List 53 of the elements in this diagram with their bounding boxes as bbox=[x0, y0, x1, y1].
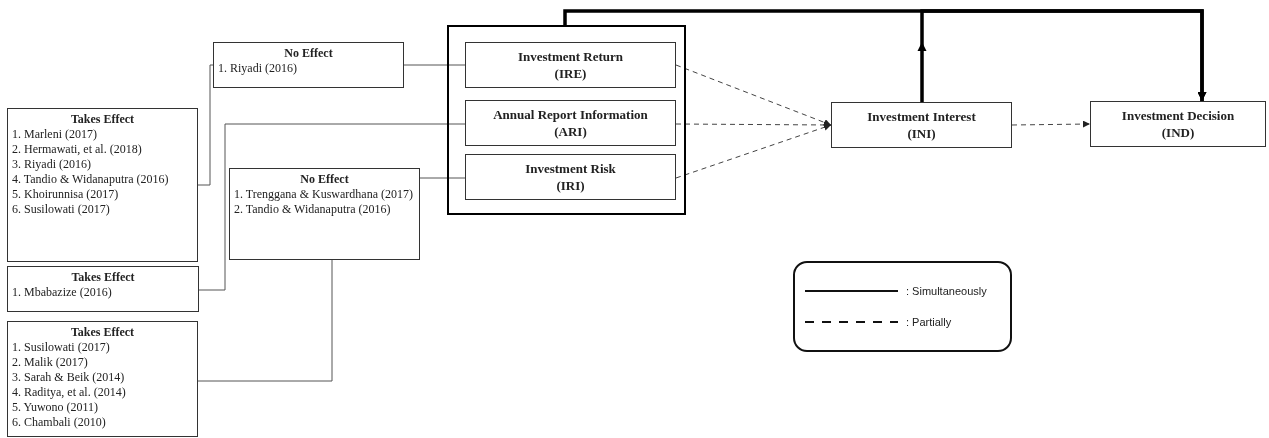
variable-name: Investment Return bbox=[517, 48, 624, 65]
variable-name: Investment Decision bbox=[1121, 107, 1235, 124]
variable-name: Investment Interest bbox=[867, 108, 976, 125]
connector-line bbox=[197, 259, 333, 382]
reference-item: 1. Mbabazize (2016) bbox=[12, 285, 113, 300]
box-heading: No Effect bbox=[283, 46, 334, 61]
reference-item: 1. Susilowati (2017) bbox=[12, 340, 111, 355]
variable-box bbox=[1090, 101, 1266, 147]
reference-item: 6. Chambali (2010) bbox=[12, 415, 107, 430]
variable-abbreviation: (IND) bbox=[1161, 124, 1195, 141]
variable-box bbox=[465, 42, 676, 88]
reference-item: 3. Sarah & Beik (2014) bbox=[12, 370, 126, 385]
group-box bbox=[447, 25, 686, 215]
reference-item: 5. Yuwono (2011) bbox=[12, 400, 100, 415]
reference-item: 5. Khoirunnisa (2017) bbox=[12, 187, 120, 202]
reference-item: 2. Tandio & Widanaputra (2016) bbox=[234, 202, 392, 217]
arrow bbox=[675, 123, 832, 179]
reference-box bbox=[213, 42, 404, 88]
reference-item: 2. Malik (2017) bbox=[12, 355, 89, 370]
box-heading: Takes Effect bbox=[70, 270, 136, 285]
arrow bbox=[1011, 120, 1091, 128]
reference-item: 6. Susilowati (2017) bbox=[12, 202, 111, 217]
connector-line bbox=[198, 123, 466, 291]
variable-box bbox=[465, 154, 676, 200]
legend-label: : Partially bbox=[906, 314, 952, 330]
reference-item: 1. Riyadi (2016) bbox=[218, 61, 298, 76]
reference-box bbox=[7, 321, 198, 437]
variable-box bbox=[831, 102, 1012, 148]
box-heading: Takes Effect bbox=[69, 325, 136, 340]
reference-item: 2. Hermawati, et al. (2018) bbox=[12, 142, 143, 157]
connector-line bbox=[403, 64, 466, 66]
box-heading: No Effect bbox=[299, 172, 350, 187]
box-heading: Takes Effect bbox=[69, 112, 136, 127]
arrow bbox=[675, 64, 832, 126]
reference-box bbox=[7, 266, 199, 312]
arrow bbox=[917, 9, 1207, 102]
variable-abbreviation: (IRI) bbox=[556, 177, 585, 194]
legend-label: : Simultaneously bbox=[906, 284, 987, 299]
reference-item: 4. Tandio & Widanaputra (2016) bbox=[12, 172, 170, 187]
connector-line bbox=[419, 177, 466, 179]
connector-line bbox=[197, 64, 214, 186]
reference-box bbox=[229, 168, 420, 260]
reference-box bbox=[7, 108, 198, 262]
reference-item: 1. Trenggana & Kuswardhana (2017) bbox=[234, 187, 414, 202]
variable-abbreviation: (IRE) bbox=[554, 65, 587, 82]
variable-abbreviation: (INI) bbox=[907, 125, 936, 142]
reference-item: 4. Raditya, et al. (2014) bbox=[12, 385, 127, 400]
reference-item: 3. Riyadi (2016) bbox=[12, 157, 92, 172]
variable-box bbox=[465, 100, 676, 146]
reference-item: 1. Marleni (2017) bbox=[12, 127, 98, 142]
variable-name: Annual Report Information bbox=[493, 106, 648, 123]
variable-name: Investment Risk bbox=[525, 160, 616, 177]
variable-abbreviation: (ARI) bbox=[554, 123, 587, 140]
